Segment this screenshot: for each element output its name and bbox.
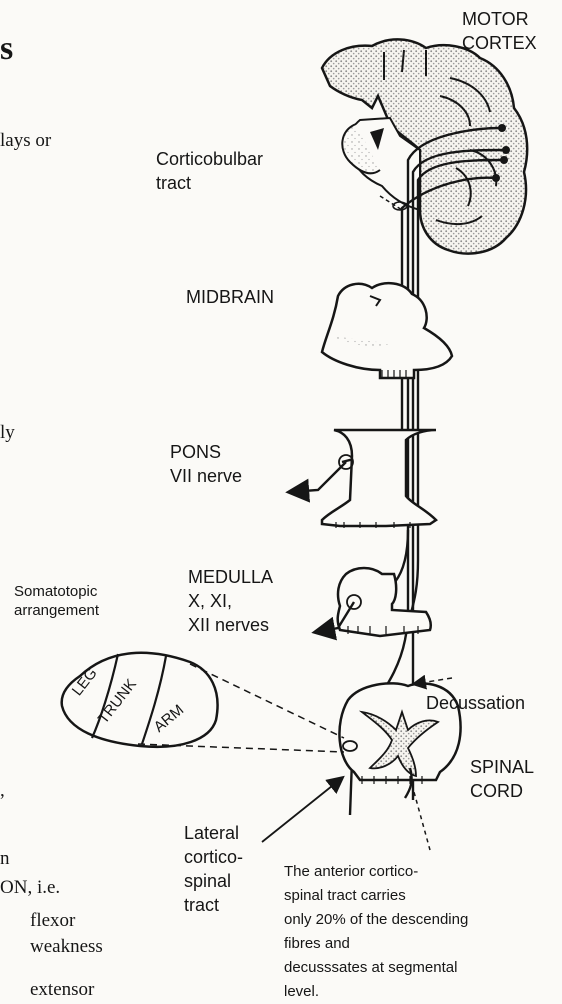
spinal-cord-label: SPINAL: [470, 756, 534, 778]
anterior-tract-note: decusssates at segmental: [284, 958, 457, 977]
motor-cortex-label: CORTEX: [462, 32, 537, 54]
anterior-tract-note: spinal tract carries: [284, 886, 406, 905]
decussation-label: Decussation: [426, 692, 525, 714]
medulla-nerves-label: XII nerves: [188, 614, 269, 636]
anterior-tract-note: only 20% of the descending: [284, 910, 468, 929]
corticobulbar-label: tract: [156, 172, 191, 194]
anterior-tract-note: level.: [284, 982, 319, 1001]
lateral-tract-label: tract: [184, 894, 219, 916]
vii-nerve-label: VII nerve: [170, 465, 242, 487]
spinal-cord-label: CORD: [470, 780, 523, 802]
medulla-nerves-label: X, XI,: [188, 590, 232, 612]
corticobulbar-label: Corticobulbar: [156, 148, 263, 170]
somatotopic-label: arrangement: [14, 601, 99, 620]
somatotopic-label: Somatotopic: [14, 582, 97, 601]
motor-cortex-label: MOTOR: [462, 8, 529, 30]
lateral-tract-label: spinal: [184, 870, 231, 892]
lateral-tract-label: Lateral: [184, 822, 239, 844]
medulla-label: MEDULLA: [188, 566, 273, 588]
anterior-tract-note: fibres and: [284, 934, 350, 953]
motor-cortex-section: [322, 39, 527, 253]
pons-label: PONS: [170, 441, 221, 463]
midbrain-label: MIDBRAIN: [186, 286, 274, 308]
midbrain-section: [322, 283, 452, 378]
lateral-tract-label: cortico-: [184, 846, 243, 868]
anterior-tract-note: The anterior cortico-: [284, 862, 418, 881]
